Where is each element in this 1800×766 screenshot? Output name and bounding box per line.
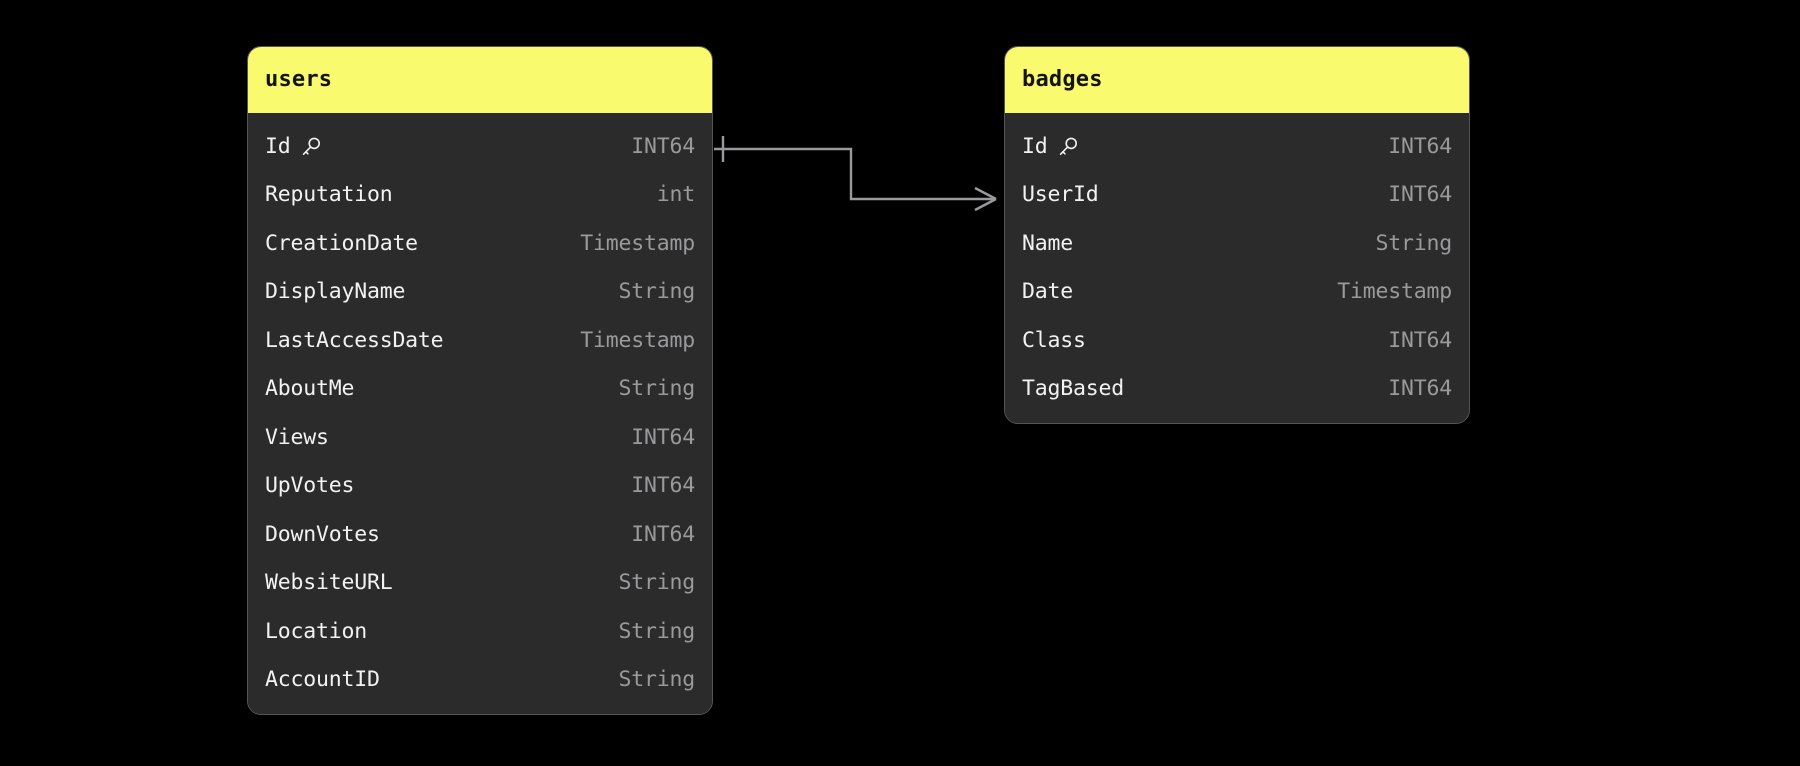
field-name-cell: Views (265, 425, 329, 450)
field-name-cell: Id (1022, 134, 1079, 159)
field-row-websiteurl[interactable]: WebsiteURL String (248, 559, 712, 608)
field-name-cell: Name (1022, 231, 1073, 256)
entity-fields-badges: Id INT64 UserId (1005, 113, 1469, 423)
field-type: INT64 (1388, 133, 1452, 159)
field-name-cell: AboutMe (265, 376, 354, 401)
field-type: String (618, 667, 696, 693)
field-type: int (656, 182, 695, 208)
field-name-cell: Reputation (265, 182, 393, 208)
field-row-displayname[interactable]: DisplayName String (248, 268, 712, 317)
field-type: INT64 (631, 521, 695, 547)
field-row-class[interactable]: Class INT64 (1005, 316, 1469, 365)
field-type: INT64 (1388, 182, 1452, 208)
field-name-cell: LastAccessDate (265, 327, 444, 353)
field-type: INT64 (1388, 327, 1452, 353)
field-type: String (1375, 230, 1453, 256)
entity-header-users[interactable]: users (248, 47, 712, 113)
field-row-name[interactable]: Name String (1005, 219, 1469, 268)
field-type: String (618, 618, 696, 644)
field-name-cell: TagBased (1022, 376, 1124, 401)
entity-card-badges[interactable]: badges Id INT64 (1004, 46, 1470, 424)
field-label: TagBased (1022, 376, 1124, 402)
connector-path (714, 147, 996, 201)
field-label: LastAccessDate (265, 327, 444, 353)
field-name-cell: WebsiteURL (265, 570, 393, 596)
field-name-cell: AccountID (265, 667, 380, 692)
entity-header-badges[interactable]: badges (1005, 47, 1469, 113)
field-type: INT64 (631, 424, 695, 450)
field-name-cell: Class (1022, 328, 1086, 353)
field-row-tagbased[interactable]: TagBased INT64 (1005, 365, 1469, 414)
field-type: Timestamp (1337, 279, 1452, 305)
field-row-upvotes[interactable]: UpVotes INT64 (248, 462, 712, 511)
field-row-id[interactable]: Id INT64 (248, 122, 712, 171)
field-label: CreationDate (265, 230, 418, 256)
field-name-cell: DisplayName (265, 279, 405, 304)
field-type: Timestamp (580, 230, 695, 256)
field-row-creationdate[interactable]: CreationDate Timestamp (248, 219, 712, 268)
entity-card-users[interactable]: users Id INT64 (247, 46, 713, 715)
field-name-cell: CreationDate (265, 231, 418, 256)
field-type: Timestamp (580, 327, 695, 353)
field-row-userid[interactable]: UserId INT64 (1005, 171, 1469, 220)
field-name-cell: UserId (1022, 182, 1099, 208)
field-name-cell: Location (265, 619, 367, 644)
field-label: DownVotes (265, 521, 380, 547)
field-label: UserId (1022, 182, 1099, 208)
field-label: Location (265, 618, 367, 644)
field-type: INT64 (631, 133, 695, 159)
field-row-downvotes[interactable]: DownVotes INT64 (248, 510, 712, 559)
field-label: Class (1022, 327, 1086, 353)
field-label: Id (265, 133, 291, 159)
field-label: AccountID (265, 667, 380, 693)
cardinality-many-marker (974, 186, 997, 212)
field-row-location[interactable]: Location String (248, 607, 712, 656)
field-type: String (618, 279, 696, 305)
field-row-accountid[interactable]: AccountID String (248, 656, 712, 705)
key-icon (1057, 136, 1079, 158)
field-row-reputation[interactable]: Reputation int (248, 171, 712, 220)
field-row-aboutme[interactable]: AboutMe String (248, 365, 712, 414)
field-label: Date (1022, 279, 1073, 305)
field-type: String (618, 376, 696, 402)
field-row-views[interactable]: Views INT64 (248, 413, 712, 462)
field-type: INT64 (1388, 376, 1452, 402)
field-label: DisplayName (265, 279, 406, 305)
field-label: Id (1022, 133, 1048, 159)
field-row-lastaccessdate[interactable]: LastAccessDate Timestamp (248, 316, 712, 365)
field-label: Reputation (265, 182, 393, 208)
field-label: Name (1022, 230, 1073, 256)
field-label: UpVotes (265, 473, 355, 499)
field-name-cell: Id (265, 134, 322, 159)
field-row-date[interactable]: Date Timestamp (1005, 268, 1469, 317)
entity-title-users: users (265, 67, 333, 92)
field-type: INT64 (631, 473, 695, 499)
field-label: WebsiteURL (265, 570, 393, 596)
field-name-cell: DownVotes (265, 522, 380, 547)
field-row-id[interactable]: Id INT64 (1005, 122, 1469, 171)
entity-title-badges: badges (1022, 67, 1103, 92)
field-label: Views (265, 424, 329, 450)
key-icon (300, 136, 322, 158)
entity-fields-users: Id INT64 Reputation (248, 113, 712, 714)
field-name-cell: UpVotes (265, 473, 354, 498)
field-name-cell: Date (1022, 279, 1073, 304)
field-label: AboutMe (265, 376, 355, 402)
field-type: String (618, 570, 696, 596)
